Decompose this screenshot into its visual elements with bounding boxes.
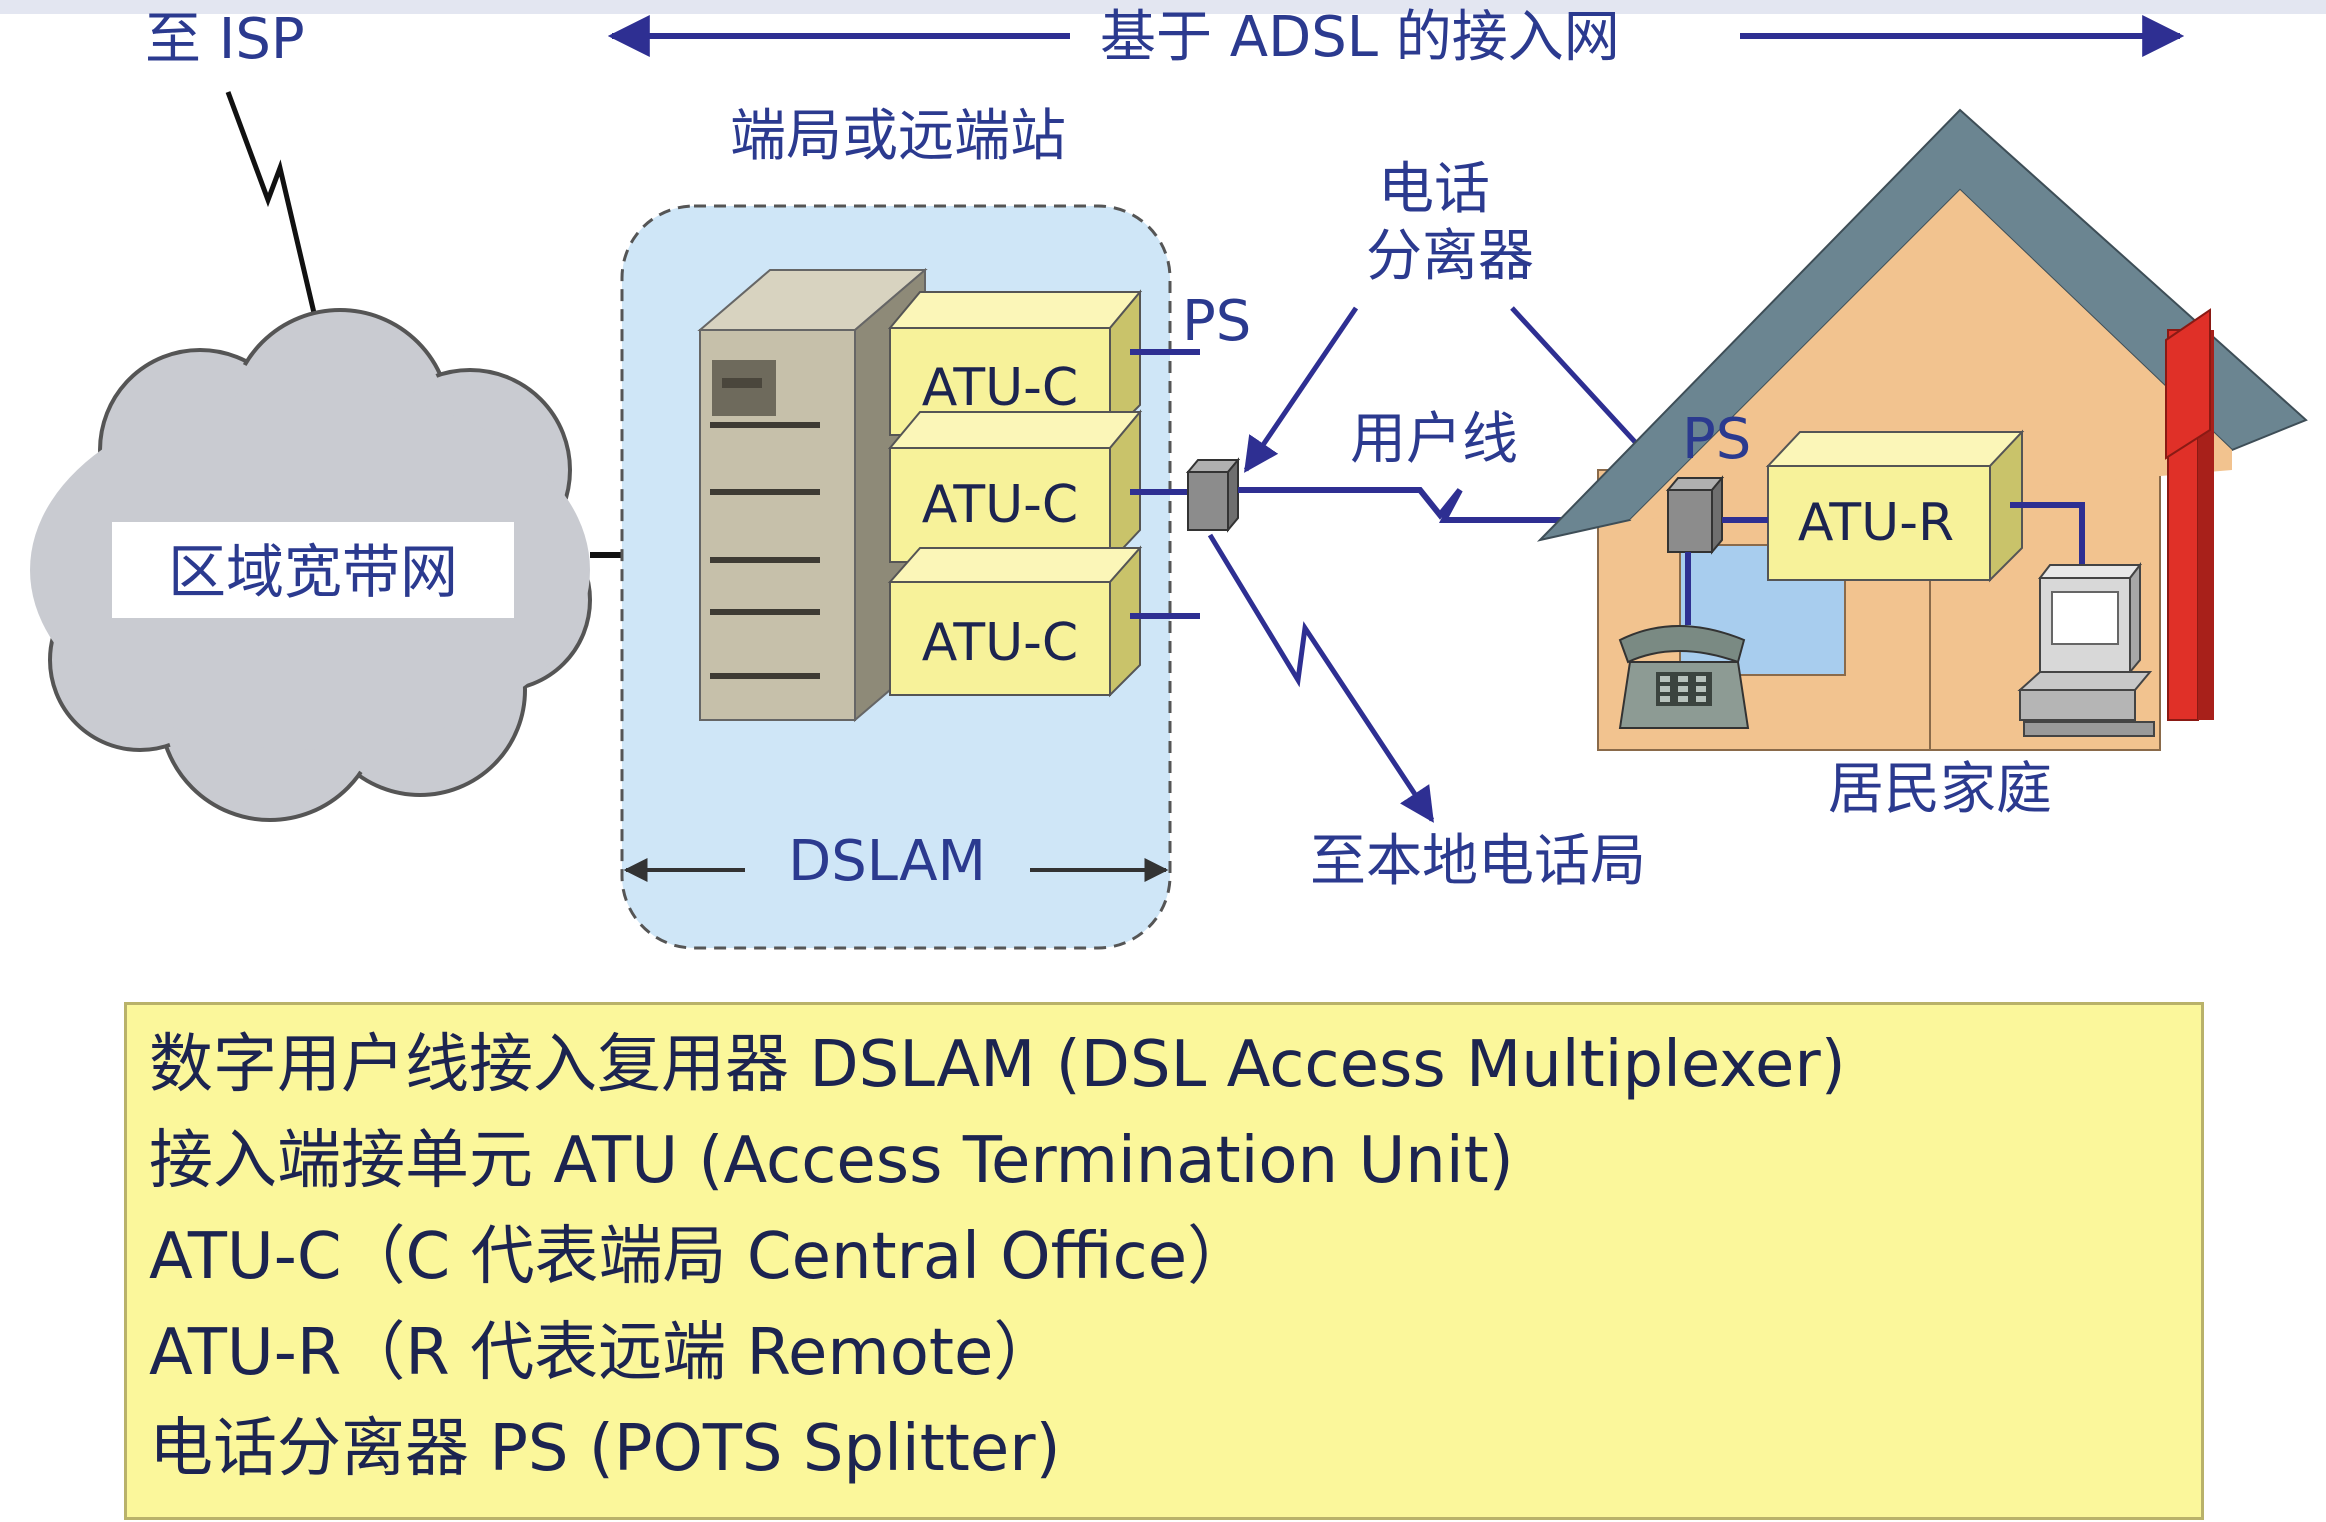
definitions-panel: 数字用户线接入复用器 DSLAM (DSL Access Multiplexer…	[124, 1002, 2204, 1520]
local-office-label: 至本地电话局	[1310, 829, 1646, 894]
splitter-home	[1665, 475, 1725, 555]
definition-atu: 接入端接单元 ATU (Access Termination Unit)	[149, 1124, 1514, 1198]
definition-dslam: 数字用户线接入复用器 DSLAM (DSL Access Multiplexer…	[149, 1028, 1846, 1102]
computer-icon	[2017, 562, 2155, 737]
atu-c-box-3: ATU-C	[887, 545, 1143, 698]
subscriber-line	[1238, 487, 1690, 523]
atu-r-label: ATU-R	[1798, 493, 1954, 553]
atu-r-box: ATU-R	[1765, 429, 2025, 583]
definition-ps: 电话分离器 PS (POTS Splitter)	[149, 1412, 1061, 1486]
regional-broadband-cloud: 区域宽带网	[30, 308, 592, 822]
atu-c-label-3: ATU-C	[922, 613, 1078, 673]
definition-atu-r: ATU-R（R 代表远端 Remote）	[149, 1316, 1058, 1390]
isp-label: 至 ISP	[145, 7, 305, 72]
dslam-label: DSLAM	[788, 829, 986, 894]
splitter-label-line2: 分离器	[1366, 224, 1534, 289]
atu-c-label-1: ATU-C	[922, 358, 1078, 418]
splitter-pointer-central	[1243, 306, 1359, 473]
home-label: 居民家庭	[1828, 757, 2052, 822]
cloud-label: 区域宽带网	[168, 538, 458, 606]
atu-c-box-2: ATU-C	[887, 409, 1143, 565]
telephone-icon	[1618, 625, 1750, 729]
central-office-label: 端局或远端站	[730, 104, 1066, 169]
cloud-label-box	[112, 522, 514, 618]
isp-lightning-link	[225, 91, 321, 331]
ps-label-home: PS	[1682, 407, 1751, 472]
top-banner	[0, 0, 2326, 14]
network-title: 基于 ADSL 的接入网	[1100, 5, 1620, 70]
splitter-central	[1185, 457, 1241, 533]
subscriber-line-label: 用户线	[1350, 407, 1518, 472]
definition-atu-c: ATU-C（C 代表端局 Central Office）	[149, 1220, 1252, 1294]
local-office-link	[1207, 533, 1435, 823]
splitter-label-line1: 电话	[1378, 157, 1490, 222]
atu-computer-link	[2010, 502, 2085, 570]
house-gable	[1630, 190, 2232, 520]
chimney-top	[2165, 308, 2211, 460]
atu-c-label-2: ATU-C	[922, 475, 1078, 535]
ps-label-central: PS	[1182, 289, 1251, 354]
dslam-rack	[697, 267, 928, 723]
